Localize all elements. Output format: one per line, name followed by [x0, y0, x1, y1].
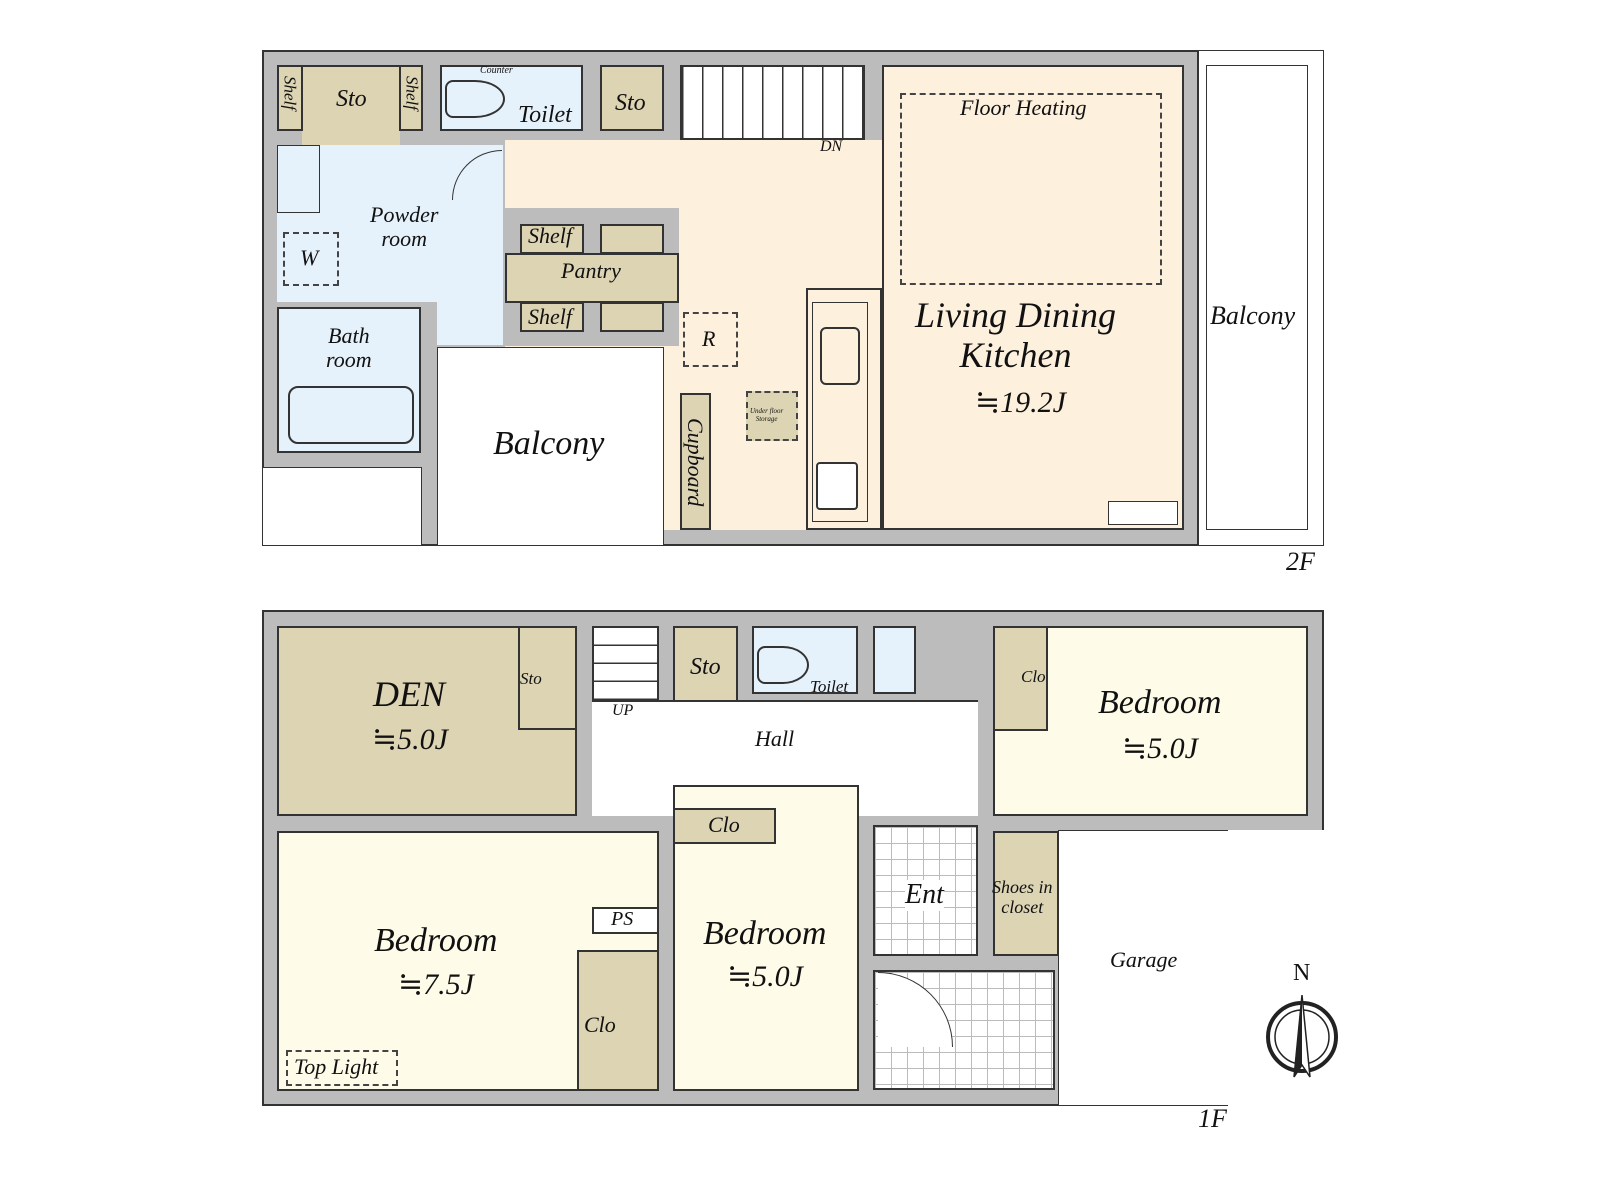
balcony-right-inner — [1206, 65, 1308, 530]
stairs-1f — [592, 626, 659, 702]
ps — [592, 907, 659, 934]
clo-right — [993, 626, 1048, 731]
ldk-label: Living Dining Kitchen — [915, 295, 1117, 375]
top-light-label: Top Light — [294, 1054, 379, 1079]
underfloor-storage — [746, 391, 798, 441]
sto-left-recess — [302, 128, 400, 146]
garage-label: Garage — [1110, 947, 1178, 972]
hall-label: Hall — [755, 726, 795, 751]
floor-label-1f: 1F — [1198, 1104, 1227, 1133]
powder-room-label: Powder room — [370, 202, 439, 252]
pantry — [505, 253, 679, 303]
bedroom-left-size: ≒7.5J — [398, 968, 474, 1001]
pantry-shelf — [600, 302, 664, 332]
toilet-icon — [757, 646, 809, 684]
sto-right-2f — [600, 65, 664, 131]
counter-label: Counter — [480, 65, 513, 76]
sto-right-2f-label: Sto — [615, 90, 646, 116]
floor-heating-label: Floor Heating — [960, 95, 1087, 120]
stairs-up-label: UP — [612, 702, 634, 719]
compass-north-label: N — [1293, 960, 1311, 986]
den-sto-label: Sto — [520, 669, 542, 688]
floor-label-2f: 2F — [1286, 547, 1315, 576]
refrigerator-space — [683, 312, 738, 367]
top-light — [286, 1050, 398, 1086]
stairs-dn-label: DN — [820, 138, 843, 155]
bedroom-mid-size: ≒5.0J — [727, 960, 803, 993]
shelf-b — [399, 65, 423, 131]
living-dining-kitchen — [882, 65, 1184, 530]
shelf-top — [520, 224, 584, 254]
pantry-label: Pantry — [561, 258, 621, 283]
clo-mid-label: Clo — [708, 812, 740, 837]
floor-heating-zone — [900, 93, 1162, 285]
shelf-top-label: Shelf — [528, 223, 572, 248]
balcony-left-label: Balcony — [493, 425, 605, 462]
bedroom-left-label: Bedroom — [374, 922, 498, 959]
sto-1f — [673, 626, 738, 702]
den-sto — [518, 626, 577, 730]
shoes-closet — [993, 831, 1059, 956]
shelf-b-label: Shelf — [402, 76, 422, 110]
sto-1f-label: Sto — [690, 654, 721, 680]
clo-left — [577, 950, 659, 1091]
washbasin-1f — [873, 626, 916, 694]
washer-space — [283, 232, 339, 286]
refrigerator-label: R — [702, 326, 716, 351]
stairs-2f — [680, 65, 865, 140]
bedroom-mid-label: Bedroom — [703, 915, 827, 952]
toilet-2f-label: Toilet — [518, 102, 572, 128]
washer-label: W — [300, 245, 319, 270]
balcony-left — [437, 347, 664, 546]
pantry-shelf — [600, 224, 664, 254]
powder-room-ext — [437, 290, 503, 345]
sto-left-label: Sto — [336, 86, 367, 112]
balcony-right-label: Balcony — [1210, 301, 1296, 330]
shelf-a — [277, 65, 303, 131]
window-seat — [1108, 501, 1178, 525]
clo-mid — [673, 808, 776, 844]
toilet-icon — [445, 80, 505, 118]
toilet-1f-label: Toilet — [810, 677, 849, 696]
clo-left-label: Clo — [584, 1012, 616, 1037]
clo-right-label: Clo — [1021, 667, 1046, 686]
ps-label: PS — [611, 908, 634, 930]
shelf-bottom-label: Shelf — [528, 304, 572, 329]
cupboard — [680, 393, 711, 530]
shelf-bottom — [520, 302, 584, 332]
underfloor-label: Under floor Storage — [750, 407, 784, 423]
cupboard-label: Cupboard — [683, 418, 709, 507]
kitchen-sink-icon — [820, 327, 860, 385]
garage — [1058, 830, 1230, 1106]
den-size: ≒5.0J — [372, 723, 448, 756]
sink-icon — [277, 145, 320, 213]
bedroom-right-label: Bedroom — [1098, 684, 1222, 721]
ldk-size: ≒19.2J — [975, 386, 1066, 419]
den-label: DEN — [373, 674, 445, 714]
toilet-2f — [440, 65, 583, 131]
shoes-closet-label: Shoes in closet — [992, 877, 1053, 917]
shelf-a-label: Shelf — [280, 76, 300, 110]
ent-label: Ent — [905, 879, 944, 911]
lower-left-space — [262, 467, 422, 546]
bedroom-right-size: ≒5.0J — [1122, 732, 1198, 765]
bath-room-label: Bath room — [326, 323, 372, 373]
bathtub-icon — [288, 386, 414, 444]
stove-icon — [816, 462, 858, 510]
compass-icon — [1266, 995, 1338, 1078]
